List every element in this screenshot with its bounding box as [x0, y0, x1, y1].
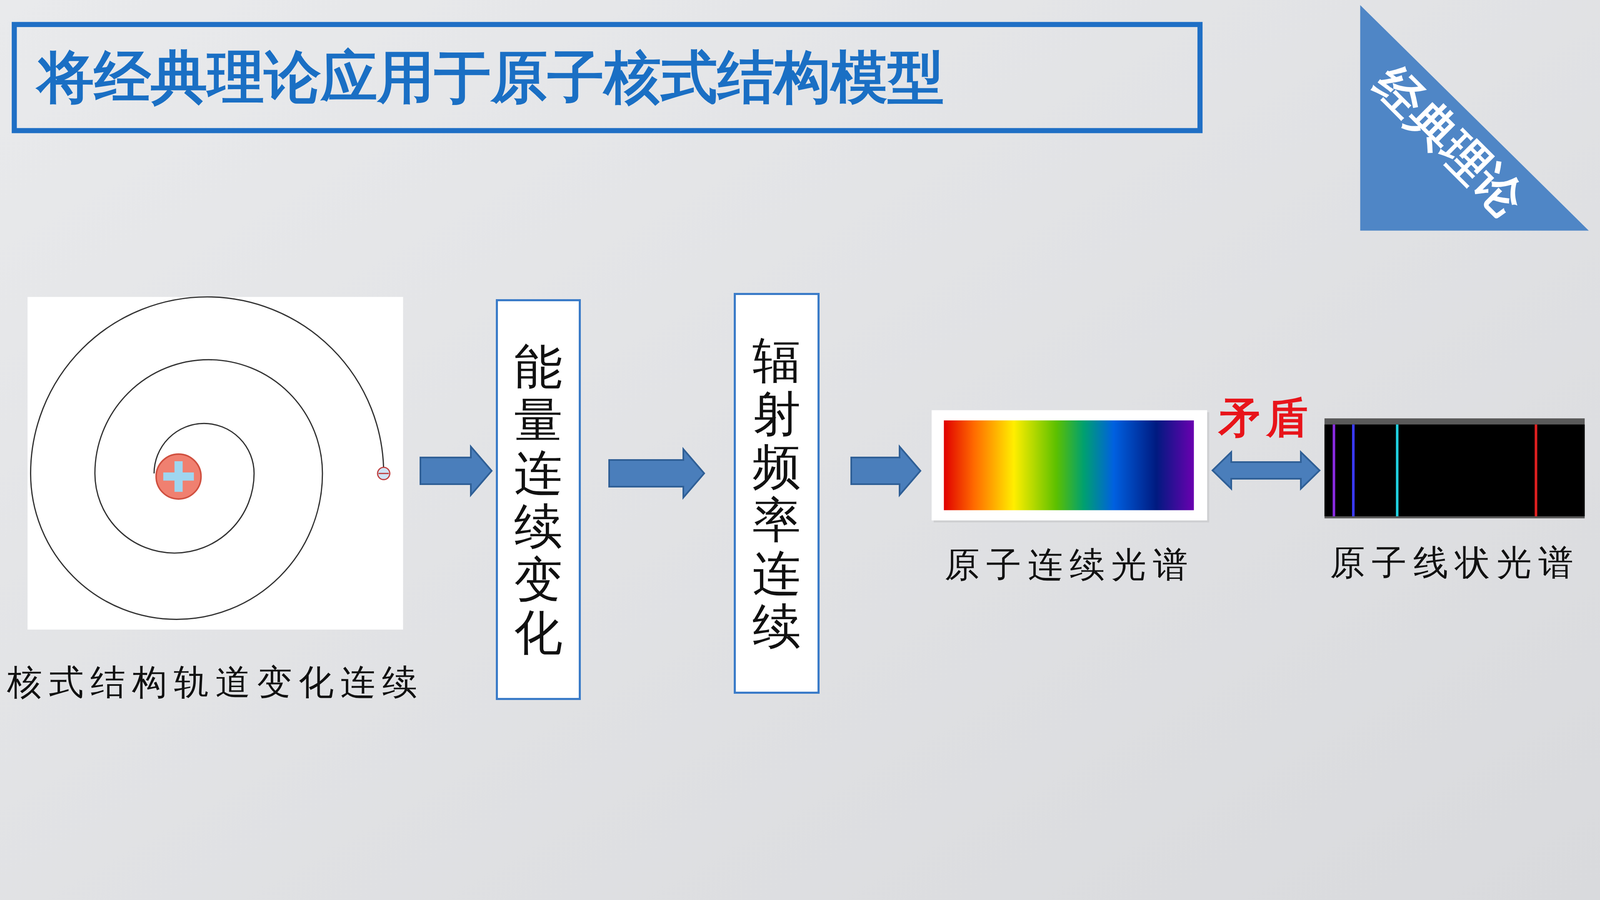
box-text: 辐射频率连续 — [752, 333, 801, 653]
block-arrow — [851, 446, 921, 495]
electron — [377, 467, 390, 480]
box-text: 能量连续变化 — [514, 340, 563, 660]
spectrum-shadow — [933, 412, 1210, 523]
block-arrow — [609, 449, 705, 498]
process-box: 辐射频率连续 — [733, 292, 820, 694]
block-arrow — [420, 446, 492, 495]
spiral-orbit — [30, 297, 384, 620]
spectral-line — [1332, 424, 1335, 517]
spectrum-box: 原子线状光谱 — [1324, 418, 1585, 519]
title-frame — [14, 24, 1200, 131]
illustration-panel — [27, 297, 403, 630]
caption: 核式结构轨道变化连续 — [7, 662, 424, 702]
continuous-spectrum — [943, 420, 1194, 511]
caption: 原子连续光谱 — [944, 545, 1195, 584]
line-spectrum-frame — [1324, 418, 1585, 519]
line-spectrum — [1324, 424, 1585, 517]
spectrum-box: 原子连续光谱 — [931, 410, 1208, 521]
nucleus — [156, 454, 202, 500]
illustration-box: 核式结构轨道变化连续 — [27, 297, 403, 630]
title: 将经典理论应用于原子核式结构模型 — [37, 46, 945, 109]
plus-sign — [163, 472, 194, 481]
spectral-line — [1352, 424, 1355, 517]
spectrum-frame — [931, 410, 1208, 520]
spectral-line — [1395, 424, 1399, 517]
corner-triangle — [1360, 5, 1589, 231]
electron-sign — [378, 472, 389, 475]
caption: 原子线状光谱 — [1330, 543, 1580, 582]
spectral-line — [1534, 424, 1538, 517]
double-arrow — [1212, 452, 1320, 489]
process-box: 能量连续变化 — [495, 299, 581, 700]
corner-tag: 经典理论 — [1365, 57, 1534, 226]
edge-label: 矛盾 — [1218, 394, 1314, 441]
